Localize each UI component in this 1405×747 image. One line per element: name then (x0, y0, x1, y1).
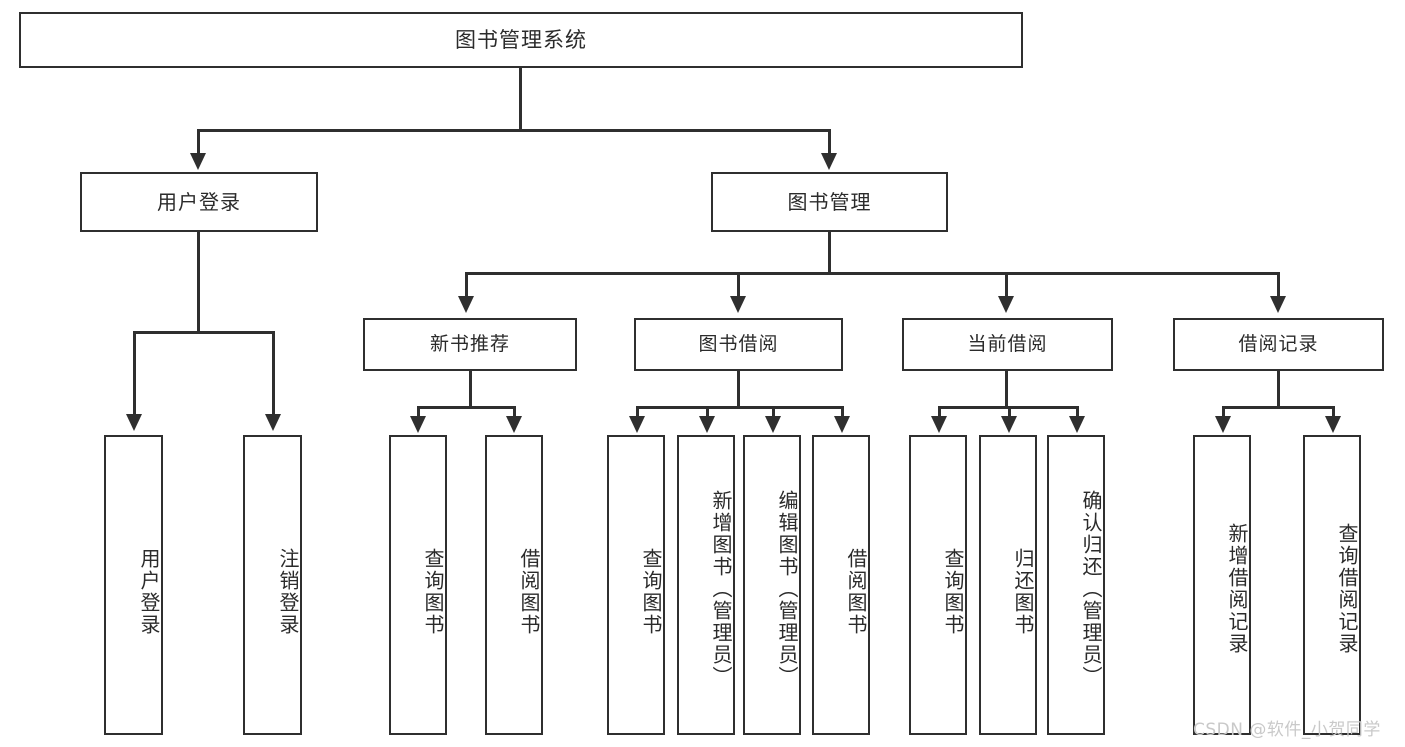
leaf-book-borrow-borrow-book[interactable]: 借阅图书 (812, 435, 870, 735)
connector-current-borrow-drop-2 (1008, 406, 1011, 418)
csdn-watermark: CSDN @软件_小贺同学 (1193, 720, 1381, 740)
arrow-root-to-user-login (190, 153, 206, 170)
connector-root-bus (197, 129, 831, 132)
arrow-borrow-record-leaf-1 (1215, 416, 1231, 433)
node-root[interactable]: 图书管理系统 (19, 12, 1023, 68)
arrow-current-borrow-leaf-2 (1001, 416, 1017, 433)
node-user-login[interactable]: 用户登录 (80, 172, 318, 232)
arrow-current-borrow-leaf-3 (1069, 416, 1085, 433)
leaf-borrow-record-query-record[interactable]: 查询借阅记录 (1303, 435, 1361, 735)
connector-borrow-record-drop-1 (1222, 406, 1225, 418)
connector-current-borrow-drop-1 (938, 406, 941, 418)
leaf-user-login-login[interactable]: 用户登录 (104, 435, 163, 735)
connector-current-borrow-stem (1005, 371, 1008, 409)
connector-book-borrow-stem (737, 371, 740, 409)
node-new-book-recommend[interactable]: 新书推荐 (363, 318, 577, 371)
connector-root-to-user-login (197, 129, 200, 154)
leaf-user-login-logout[interactable]: 注销登录 (243, 435, 302, 735)
arrow-current-borrow-leaf-1 (931, 416, 947, 433)
connector-book-borrow-drop-2 (706, 406, 709, 418)
arrow-user-login-leaf-2 (265, 414, 281, 431)
connector-user-login-bus (133, 331, 275, 334)
connector-book-mgmt-drop-2 (737, 272, 740, 297)
leaf-borrow-record-add-record[interactable]: 新增借阅记录 (1193, 435, 1251, 735)
node-current-borrow[interactable]: 当前借阅 (902, 318, 1113, 371)
arrow-root-to-book-mgmt (821, 153, 837, 170)
arrow-new-book-leaf-1 (410, 416, 426, 433)
arrow-book-borrow-leaf-4 (834, 416, 850, 433)
leaf-new-book-borrow-book[interactable]: 借阅图书 (485, 435, 543, 735)
arrow-book-borrow-leaf-1 (629, 416, 645, 433)
leaf-current-borrow-return-book[interactable]: 归还图书 (979, 435, 1037, 735)
arrow-book-borrow-leaf-2 (699, 416, 715, 433)
connector-new-book-bus (417, 406, 516, 409)
connector-new-book-drop-1 (417, 406, 420, 418)
arrow-book-borrow-leaf-3 (765, 416, 781, 433)
connector-book-borrow-drop-1 (636, 406, 639, 418)
connector-root-stem (519, 68, 522, 131)
leaf-new-book-query-book[interactable]: 查询图书 (389, 435, 447, 735)
arrow-new-book-leaf-2 (506, 416, 522, 433)
connector-borrow-record-bus (1222, 406, 1335, 409)
leaf-current-borrow-query-book[interactable]: 查询图书 (909, 435, 967, 735)
leaf-book-borrow-edit-book-admin[interactable]: 编辑图书（管理员） (743, 435, 801, 735)
arrow-user-login-leaf-1 (126, 414, 142, 431)
arrow-borrow-record-leaf-2 (1325, 416, 1341, 433)
connector-borrow-record-drop-2 (1332, 406, 1335, 418)
connector-user-login-drop-1 (133, 331, 136, 416)
connector-new-book-stem (469, 371, 472, 409)
connector-book-borrow-bus (636, 406, 844, 409)
connector-book-borrow-drop-4 (841, 406, 844, 418)
connector-new-book-drop-2 (513, 406, 516, 418)
node-book-management[interactable]: 图书管理 (711, 172, 948, 232)
connector-book-mgmt-drop-3 (1005, 272, 1008, 297)
connector-book-mgmt-stem (828, 232, 831, 274)
connector-root-to-book-mgmt (828, 129, 831, 154)
node-borrow-record[interactable]: 借阅记录 (1173, 318, 1384, 371)
connector-borrow-record-stem (1277, 371, 1280, 409)
node-book-borrow[interactable]: 图书借阅 (634, 318, 843, 371)
arrow-book-mgmt-to-borrow-record (1270, 296, 1286, 313)
connector-book-borrow-drop-3 (772, 406, 775, 418)
arrow-book-mgmt-to-current-borrow (998, 296, 1014, 313)
connector-book-mgmt-drop-1 (465, 272, 468, 297)
arrow-book-mgmt-to-new-book (458, 296, 474, 313)
leaf-current-borrow-confirm-return-admin[interactable]: 确认归还（管理员） (1047, 435, 1105, 735)
connector-current-borrow-drop-3 (1076, 406, 1079, 418)
connector-book-mgmt-drop-4 (1277, 272, 1280, 297)
connector-user-login-stem (197, 232, 200, 333)
connector-book-mgmt-bus (465, 272, 1280, 275)
connector-user-login-drop-2 (272, 331, 275, 416)
leaf-book-borrow-add-book-admin[interactable]: 新增图书（管理员） (677, 435, 735, 735)
arrow-book-mgmt-to-book-borrow (730, 296, 746, 313)
leaf-book-borrow-query-book[interactable]: 查询图书 (607, 435, 665, 735)
